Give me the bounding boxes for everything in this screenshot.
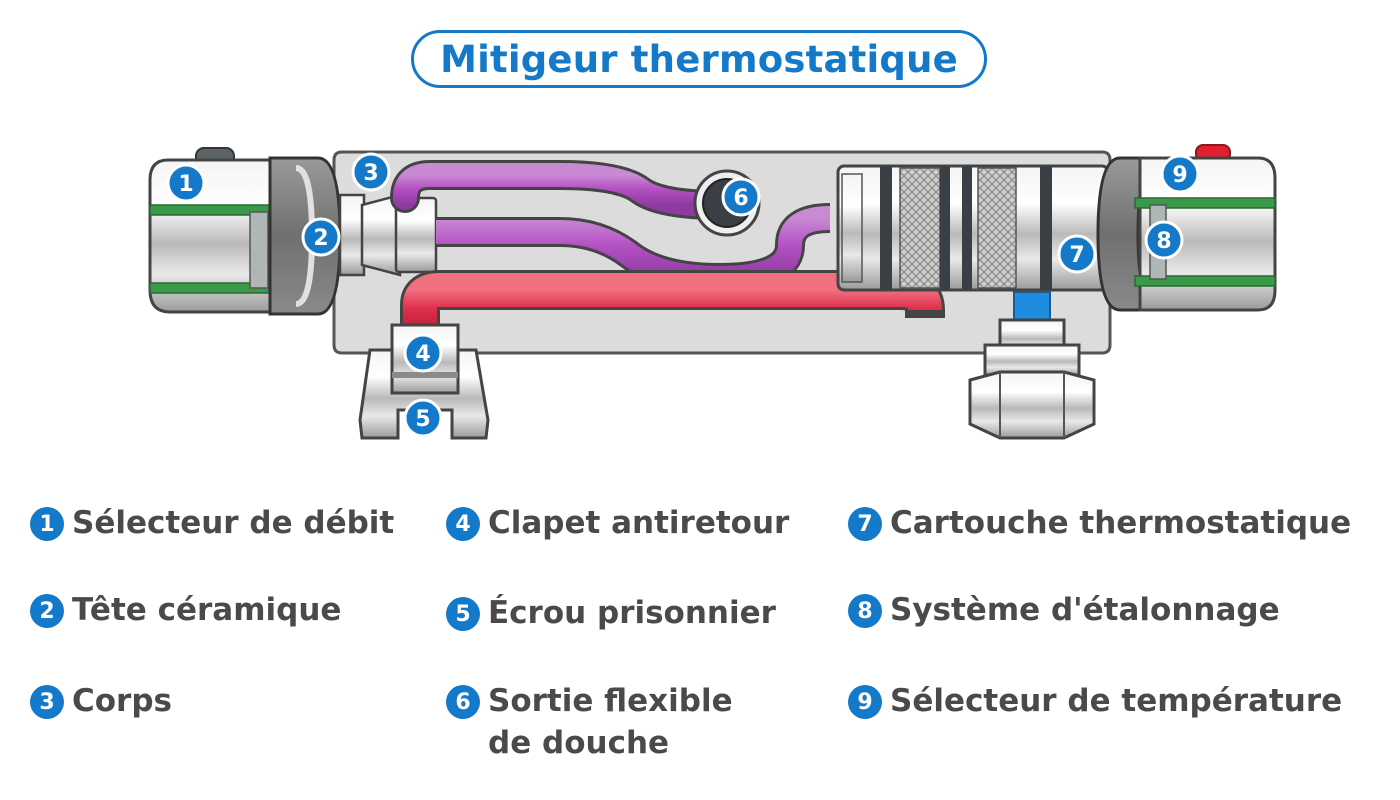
legend-badge: 3 xyxy=(30,685,64,719)
callout-circle xyxy=(301,217,341,257)
cold-inlet xyxy=(968,291,1096,440)
title-pill: Mitigeur thermostatique xyxy=(411,30,987,88)
legend-badge: 9 xyxy=(848,685,882,719)
page-title: Mitigeur thermostatique xyxy=(440,37,958,81)
callout-number: 6 xyxy=(733,186,748,211)
callout-2: 2 xyxy=(301,217,341,257)
legend-badge: 6 xyxy=(446,685,480,719)
legend-label: Écrou prisonnier xyxy=(488,592,776,634)
callout-circle xyxy=(166,163,206,203)
legend-label: Sélecteur de température xyxy=(890,680,1342,722)
flow-handle xyxy=(148,147,342,316)
callout-number: 9 xyxy=(1172,163,1187,188)
callout-6: 6 xyxy=(721,177,761,217)
callout-number: 1 xyxy=(178,172,193,197)
legend-badge: 1 xyxy=(30,507,64,541)
legend-badge: 2 xyxy=(30,594,64,628)
callout-4: 4 xyxy=(403,333,443,373)
legend-label-line: de douche xyxy=(488,725,670,761)
legend-label: Clapet antiretour xyxy=(488,502,789,544)
callout-5: 5 xyxy=(403,398,443,438)
legend-badge: 8 xyxy=(848,594,882,628)
legend-label-line: Clapet antiretour xyxy=(488,505,790,541)
legend-label-line: Sélecteur de débit xyxy=(72,505,395,541)
callout-1: 1 xyxy=(166,163,206,203)
legend-label-line: Sortie flexible xyxy=(488,683,733,719)
legend-label-line: Système d'étalonnage xyxy=(890,592,1280,628)
red-pipe xyxy=(400,270,945,330)
callout-circle xyxy=(351,152,391,192)
callout-circle xyxy=(721,177,761,217)
temperature-handle xyxy=(1096,144,1277,312)
callout-8: 8 xyxy=(1144,220,1184,260)
legend-label: Tête céramique xyxy=(72,589,341,631)
legend-label: Cartouche thermostatique xyxy=(890,502,1351,544)
thermostatic-cartridge xyxy=(836,164,1110,292)
legend-badge: 4 xyxy=(446,507,480,541)
legend-label: Corps xyxy=(72,680,172,722)
legend-badge: 7 xyxy=(848,507,882,541)
callout-number: 4 xyxy=(415,342,430,367)
callout-circle xyxy=(1144,220,1184,260)
callout-3: 3 xyxy=(351,152,391,192)
legend-label-line: Tête céramique xyxy=(72,592,342,628)
callout-number: 3 xyxy=(363,161,378,186)
legend-label-line: Cartouche thermostatique xyxy=(890,505,1352,541)
callout-circle xyxy=(403,333,443,373)
callout-number: 7 xyxy=(1069,243,1084,268)
callout-number: 8 xyxy=(1156,229,1171,254)
legend-badge: 5 xyxy=(446,597,480,631)
callout-circle xyxy=(1057,234,1097,274)
callout-9: 9 xyxy=(1160,154,1200,194)
callout-7: 7 xyxy=(1057,234,1097,274)
legend-label-line: Sélecteur de température xyxy=(890,683,1343,719)
legend-label: Système d'étalonnage xyxy=(890,589,1280,631)
callout-badges: 1 2 3 4 5 6 7 8 9 xyxy=(166,152,1200,438)
legend-label-line: Corps xyxy=(72,683,172,719)
mixer-diagram: 1 2 3 4 5 6 7 8 9 xyxy=(148,144,1277,440)
callout-number: 5 xyxy=(415,407,430,432)
callout-number: 2 xyxy=(313,226,328,251)
legend-label: Sélecteur de débit xyxy=(72,502,394,544)
legend-label: Sortie flexible de douche xyxy=(488,680,733,764)
callout-circle xyxy=(1160,154,1200,194)
legend-label-line: Écrou prisonnier xyxy=(488,595,776,631)
callout-circle xyxy=(403,398,443,438)
ceramic-head xyxy=(338,193,438,277)
